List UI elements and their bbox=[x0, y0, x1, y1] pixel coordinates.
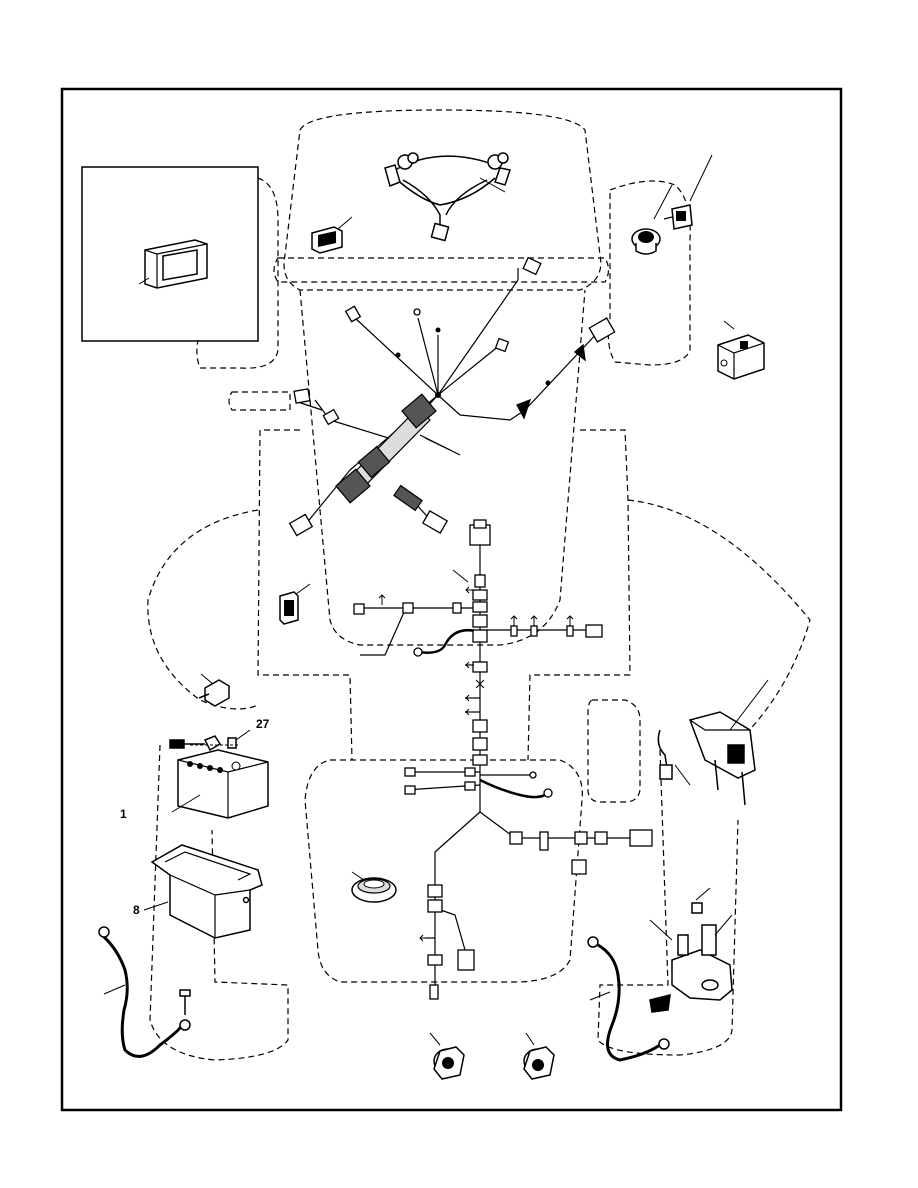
pto-switch-part bbox=[312, 217, 352, 253]
dash-outline bbox=[274, 258, 609, 282]
rear-harness-callout-line bbox=[453, 570, 468, 582]
rear-wiring-harness bbox=[355, 545, 640, 995]
ignition-key-part bbox=[664, 155, 712, 229]
harness-callout-line bbox=[425, 438, 450, 450]
brake-switch-part bbox=[650, 888, 732, 1012]
frame-right-outline bbox=[528, 430, 630, 760]
ignition-switch-part bbox=[632, 185, 672, 254]
pto-assembly-part bbox=[658, 680, 768, 805]
battery-part bbox=[172, 750, 268, 818]
ignition-pill-outline bbox=[229, 392, 290, 410]
headlight-assembly bbox=[385, 153, 510, 241]
frame-left-outline bbox=[258, 430, 352, 760]
inset-box bbox=[82, 167, 258, 341]
starter-relay-part bbox=[718, 321, 764, 379]
interlock-switch-part bbox=[280, 584, 310, 624]
seat-area-outline bbox=[305, 760, 582, 982]
battery-tray-part bbox=[144, 845, 262, 938]
harness-markers bbox=[396, 328, 551, 399]
solenoid-left-part bbox=[430, 1033, 464, 1079]
right-wheel-arc bbox=[628, 500, 810, 740]
harness-connectors bbox=[290, 258, 615, 536]
gear-shift-outline bbox=[588, 700, 640, 802]
battery-bolt-part bbox=[170, 730, 250, 750]
solenoid-right-part bbox=[524, 1033, 554, 1079]
callout-battery-bolt: 27 bbox=[256, 717, 270, 731]
callout-battery-tray: 8 bbox=[133, 903, 140, 917]
ground-bolt-part bbox=[180, 990, 190, 1015]
callout-battery: 1 bbox=[120, 807, 127, 821]
frame-center-outline bbox=[300, 290, 585, 645]
seat-switch-part bbox=[352, 872, 396, 902]
harness-sleeves bbox=[336, 394, 436, 510]
hood-outline bbox=[284, 110, 601, 290]
left-wheel-arc bbox=[148, 510, 258, 709]
ground-cable-left bbox=[99, 927, 190, 1056]
headlight-switch-part bbox=[139, 240, 207, 288]
diagram-frame bbox=[62, 89, 841, 1110]
left-fender-dash bbox=[197, 178, 278, 368]
